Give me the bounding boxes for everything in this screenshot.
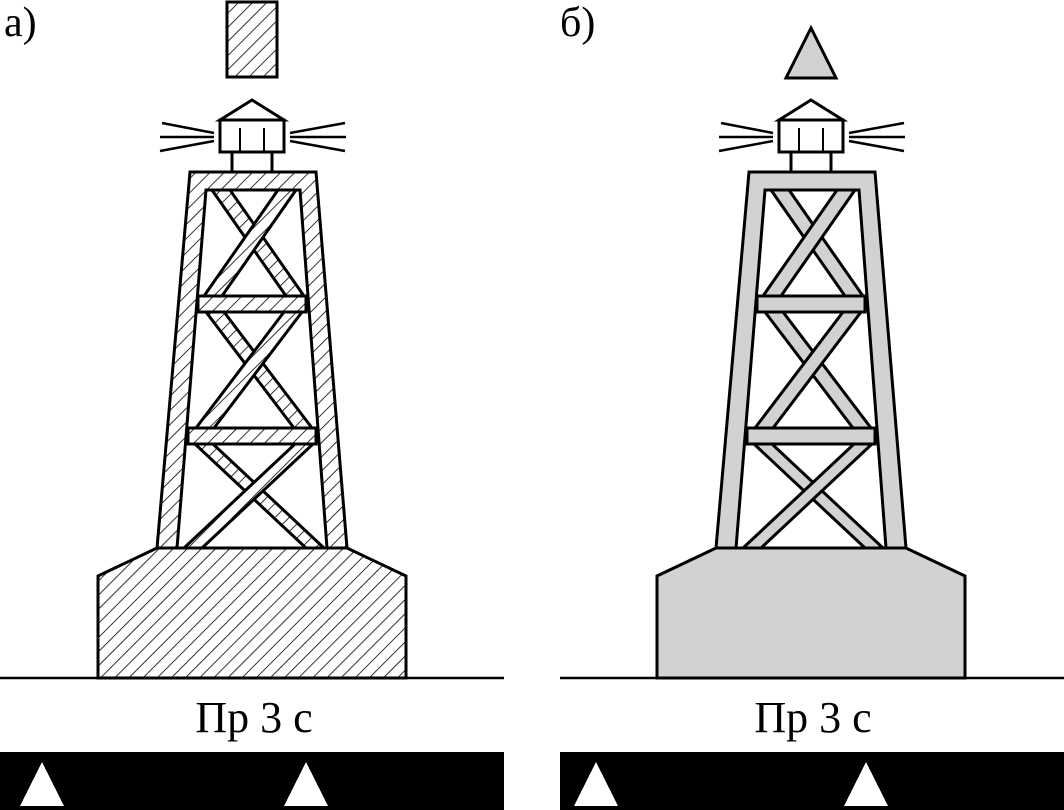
lattice-tower-a — [155, 170, 349, 550]
light-rays-b — [718, 121, 905, 153]
topmark-triangle — [783, 24, 839, 80]
lantern-a — [214, 98, 290, 174]
flash-marker — [20, 762, 64, 806]
flash-marker — [844, 762, 888, 806]
flash-marker — [284, 762, 328, 806]
beacon-b — [655, 24, 967, 680]
light-rays-a — [159, 121, 346, 153]
lattice-tower-b — [714, 170, 908, 550]
base-a — [96, 546, 408, 680]
panel-label-a: а) — [4, 0, 37, 46]
light-band-a — [0, 752, 504, 810]
light-characteristic-a: Пр 3 с — [195, 693, 313, 742]
light-characteristic-b: Пр 3 с — [754, 693, 872, 742]
base-b — [655, 546, 967, 680]
topmark-rectangle — [225, 0, 279, 79]
beacon-a — [96, 0, 408, 680]
light-band-b — [560, 752, 1064, 810]
lantern-b — [773, 98, 849, 174]
flash-marker — [574, 762, 618, 806]
panel-label-b: б) — [560, 0, 596, 46]
